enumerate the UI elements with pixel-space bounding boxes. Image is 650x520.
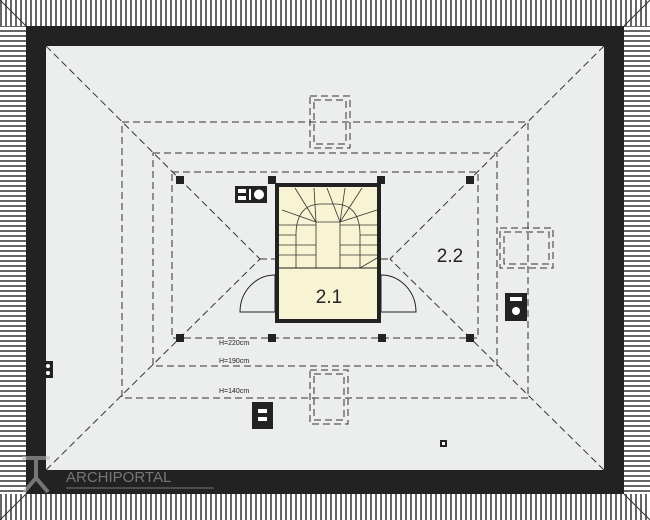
height-label-220: H=220cm (219, 340, 249, 347)
staircase (275, 183, 381, 323)
room-label-2-2: 2.2 (437, 246, 463, 267)
columns (176, 176, 474, 342)
watermark-text: ARCHIPORTAL (66, 469, 171, 486)
archiportal-watermark: ARCHIPORTAL (22, 456, 214, 494)
chimneys (43, 186, 527, 447)
room-label-2-1: 2.1 (316, 287, 342, 308)
doors (239, 274, 417, 313)
height-label-190: H=190cm (219, 358, 249, 365)
roof-lines (45, 45, 605, 471)
height-label-140: H=140cm (219, 388, 249, 395)
skylights (309, 95, 554, 425)
